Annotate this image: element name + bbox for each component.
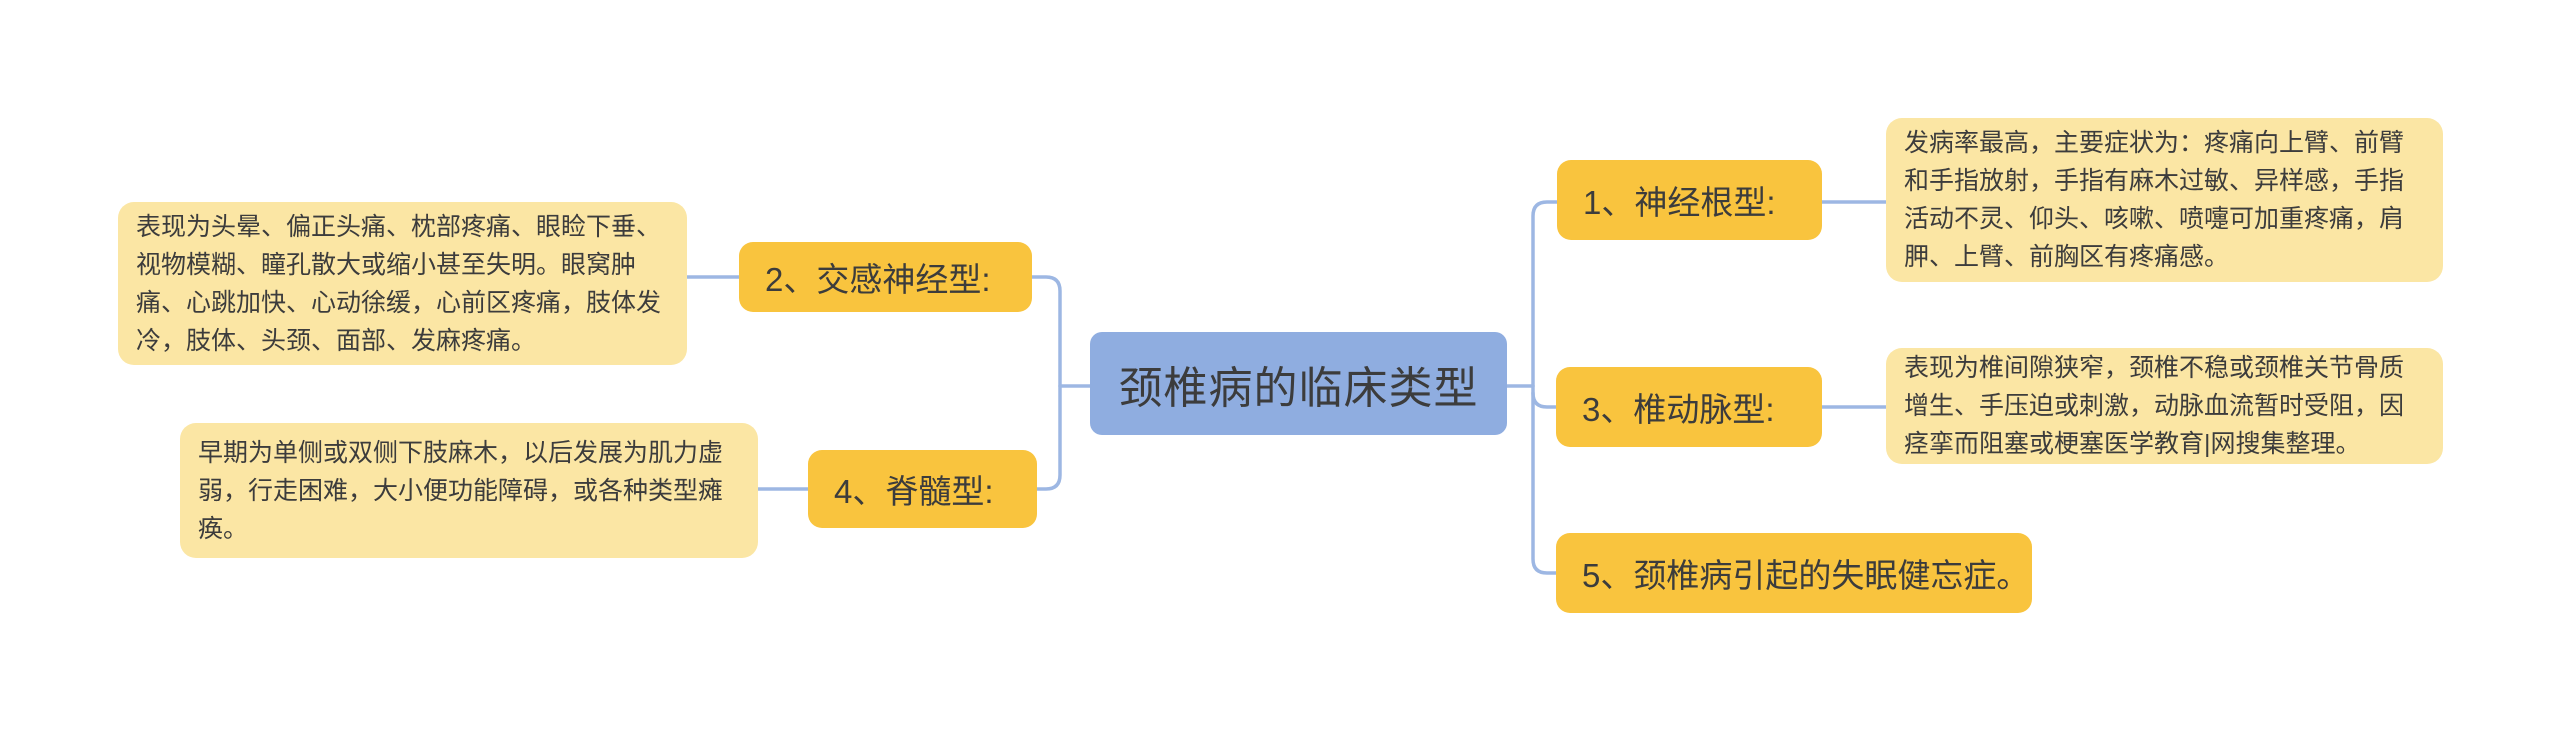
branch-node-nerve-root-type[interactable]: 1、神经根型:	[1557, 160, 1822, 240]
root-topic-label: 颈椎病的临床类型	[1118, 363, 1479, 413]
branch-label: 4、脊髓型:	[834, 473, 994, 510]
detail-text: 早期为单侧或双侧下肢麻木，以后发展为肌力虚弱，行走困难，大小便功能障碍，或各种类…	[198, 438, 724, 543]
branch-node-insomnia-amnesia[interactable]: 5、颈椎病引起的失眠健忘症。	[1556, 533, 2032, 613]
branch-label: 3、椎动脉型:	[1582, 391, 1775, 428]
detail-node-spinal-cord-type[interactable]: 早期为单侧或双侧下肢麻木，以后发展为肌力虚弱，行走困难，大小便功能障碍，或各种类…	[180, 423, 758, 558]
branch-node-spinal-cord-type[interactable]: 4、脊髓型:	[808, 450, 1037, 528]
branch-label: 1、神经根型:	[1583, 184, 1776, 221]
branch-label: 5、颈椎病引起的失眠健忘症。	[1582, 557, 2030, 594]
detail-node-sympathetic-type[interactable]: 表现为头晕、偏正头痛、枕部疼痛、眼睑下垂、视物模糊、瞳孔散大或缩小甚至失明。眼窝…	[118, 202, 687, 365]
detail-node-vertebral-artery-type[interactable]: 表现为椎间隙狭窄，颈椎不稳或颈椎关节骨质增生、手压迫或刺激，动脉血流暂时受阻，因…	[1886, 348, 2443, 464]
detail-node-nerve-root-type[interactable]: 发病率最高，主要症状为：疼痛向上臂、前臂和手指放射，手指有麻木过敏、异样感，手指…	[1886, 118, 2443, 282]
detail-text: 发病率最高，主要症状为：疼痛向上臂、前臂和手指放射，手指有麻木过敏、异样感，手指…	[1904, 129, 2405, 271]
connector-right-trunk	[1531, 200, 1559, 575]
connector-trunk-branch3	[1531, 391, 1558, 409]
detail-text: 表现为椎间隙狭窄，颈椎不稳或颈椎关节骨质增生、手压迫或刺激，动脉血流暂时受阻，因…	[1904, 354, 2405, 458]
root-topic-node[interactable]: 颈椎病的临床类型	[1090, 332, 1507, 435]
detail-text: 表现为头晕、偏正头痛、枕部疼痛、眼睑下垂、视物模糊、瞳孔散大或缩小甚至失明。眼窝…	[136, 212, 662, 355]
connector-left-trunk	[1030, 275, 1062, 491]
branch-node-sympathetic-type[interactable]: 2、交感神经型:	[739, 242, 1032, 312]
branch-node-vertebral-artery-type[interactable]: 3、椎动脉型:	[1556, 367, 1822, 447]
branch-label: 2、交感神经型:	[765, 261, 991, 298]
